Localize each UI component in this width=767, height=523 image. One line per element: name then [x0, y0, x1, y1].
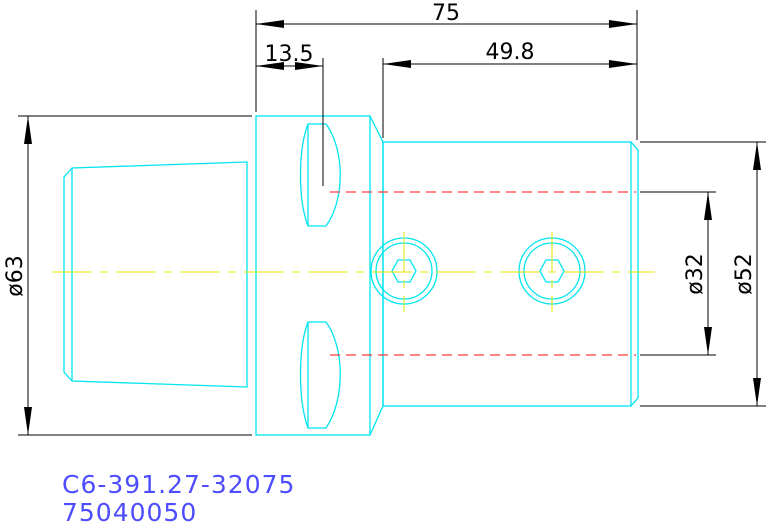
- body-end-chamfer: [630, 141, 639, 407]
- flange-outline: [255, 115, 371, 436]
- arrow-body-left: [383, 60, 411, 68]
- shank-outline: [63, 161, 248, 388]
- dimension-lines: [18, 10, 766, 436]
- arrow-body-right: [609, 60, 637, 68]
- dimension-labels: 75 13.5 49.8 ø63 ø32 ø52: [3, 1, 757, 297]
- hidden-bore-lines: [330, 191, 636, 356]
- dim-label-overall: 75: [432, 1, 460, 26]
- arrow-d32-bottom: [704, 327, 712, 355]
- dim-label-body: 49.8: [486, 40, 535, 65]
- arrow-d63-bottom: [24, 407, 32, 435]
- arrow-d63-top: [24, 116, 32, 144]
- dim-label-body-diameter: ø52: [732, 253, 757, 294]
- arrow-overall-right: [609, 20, 637, 28]
- dim-label-flange-diameter: ø63: [3, 255, 28, 296]
- arrow-d52-top: [753, 142, 761, 170]
- arrow-flange-right: [295, 62, 323, 70]
- screw-2-hex-socket: [539, 259, 565, 283]
- body-outline: [382, 141, 632, 407]
- centerlines: [52, 232, 655, 312]
- dim-label-bore-diameter: ø32: [683, 253, 708, 294]
- screw-1-hex-socket: [391, 259, 417, 283]
- part-number: 75040050: [62, 498, 197, 523]
- dim-label-flange: 13.5: [265, 42, 314, 67]
- arrow-flange-left: [256, 62, 284, 70]
- part-outline: [63, 115, 639, 436]
- lower-drive-slot: [299, 321, 341, 429]
- upper-drive-slot: [299, 123, 341, 227]
- arrow-d52-bottom: [753, 378, 761, 406]
- part-identification: C6-391.27-32075 75040050: [62, 470, 295, 523]
- arrow-d32-top: [704, 192, 712, 220]
- arrow-overall-left: [256, 20, 284, 28]
- part-code: C6-391.27-32075: [62, 470, 295, 499]
